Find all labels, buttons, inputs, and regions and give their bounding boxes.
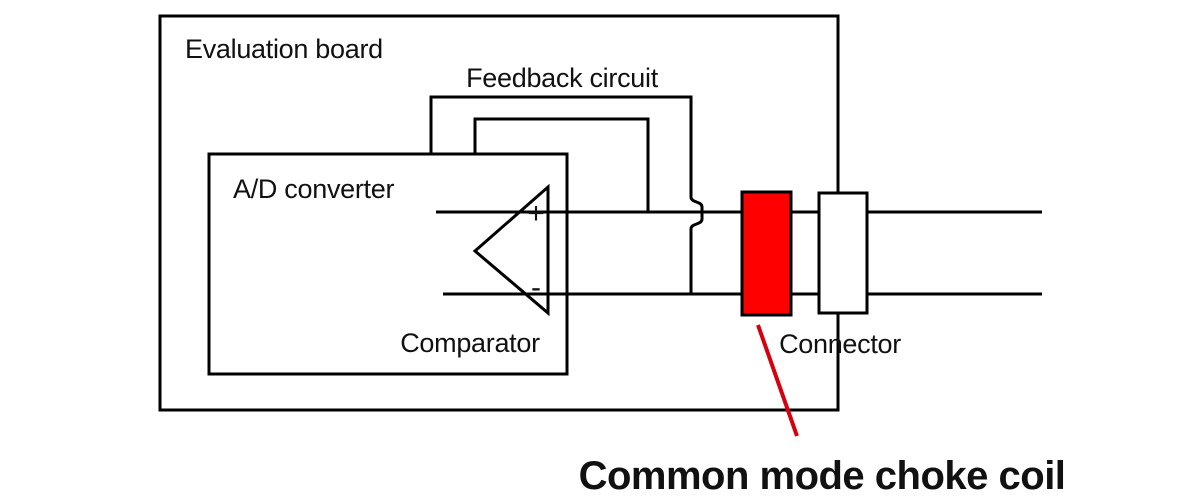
common-mode-choke-coil-block (740, 190, 793, 317)
ad-converter-label: A/D converter (233, 174, 394, 204)
feedback-inner-wire (473, 117, 650, 212)
connector-block (817, 191, 869, 315)
comparator-minus-sign: - (531, 271, 541, 304)
comparator-triangle (472, 183, 550, 317)
feedback-outer-wire (429, 95, 704, 295)
feedback-circuit-label: Feedback circuit (466, 63, 659, 93)
comparator-label: Comparator (400, 328, 540, 358)
comparator-plus-sign: + (527, 197, 545, 230)
choke-coil-pointer-line (756, 324, 799, 437)
ad-converter-outline (207, 152, 569, 376)
evaluation-board-label: Evaluation board (185, 34, 383, 64)
connector-label: Connector (779, 329, 901, 359)
common-mode-choke-coil-label: Common mode choke coil (579, 454, 1066, 498)
